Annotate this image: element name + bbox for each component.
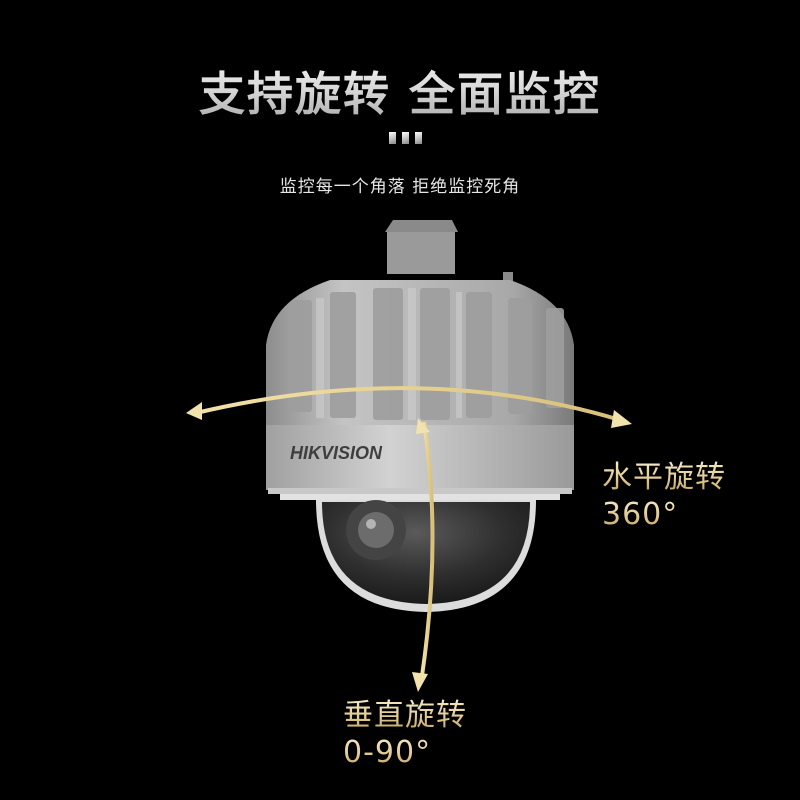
vertical-rotation-value: 0-90° xyxy=(343,735,432,770)
camera-top-cap xyxy=(385,220,513,286)
vertical-rotation-label: 垂直旋转 xyxy=(343,698,467,733)
camera-dome xyxy=(316,500,536,612)
horizontal-rotation-arrow-icon xyxy=(186,386,632,428)
page-subtitle: 监控每一个角落 拒绝监控死角 xyxy=(279,177,521,197)
decorative-bars-icon xyxy=(389,132,422,144)
horizontal-rotation-value: 360° xyxy=(602,497,679,532)
horizontal-rotation-label: 水平旋转 xyxy=(602,460,726,495)
vertical-rotation-arrow-icon xyxy=(412,418,435,692)
page-title: 支持旋转 全面监控 xyxy=(0,58,800,124)
brand-logo: HIKVISION xyxy=(290,443,383,463)
